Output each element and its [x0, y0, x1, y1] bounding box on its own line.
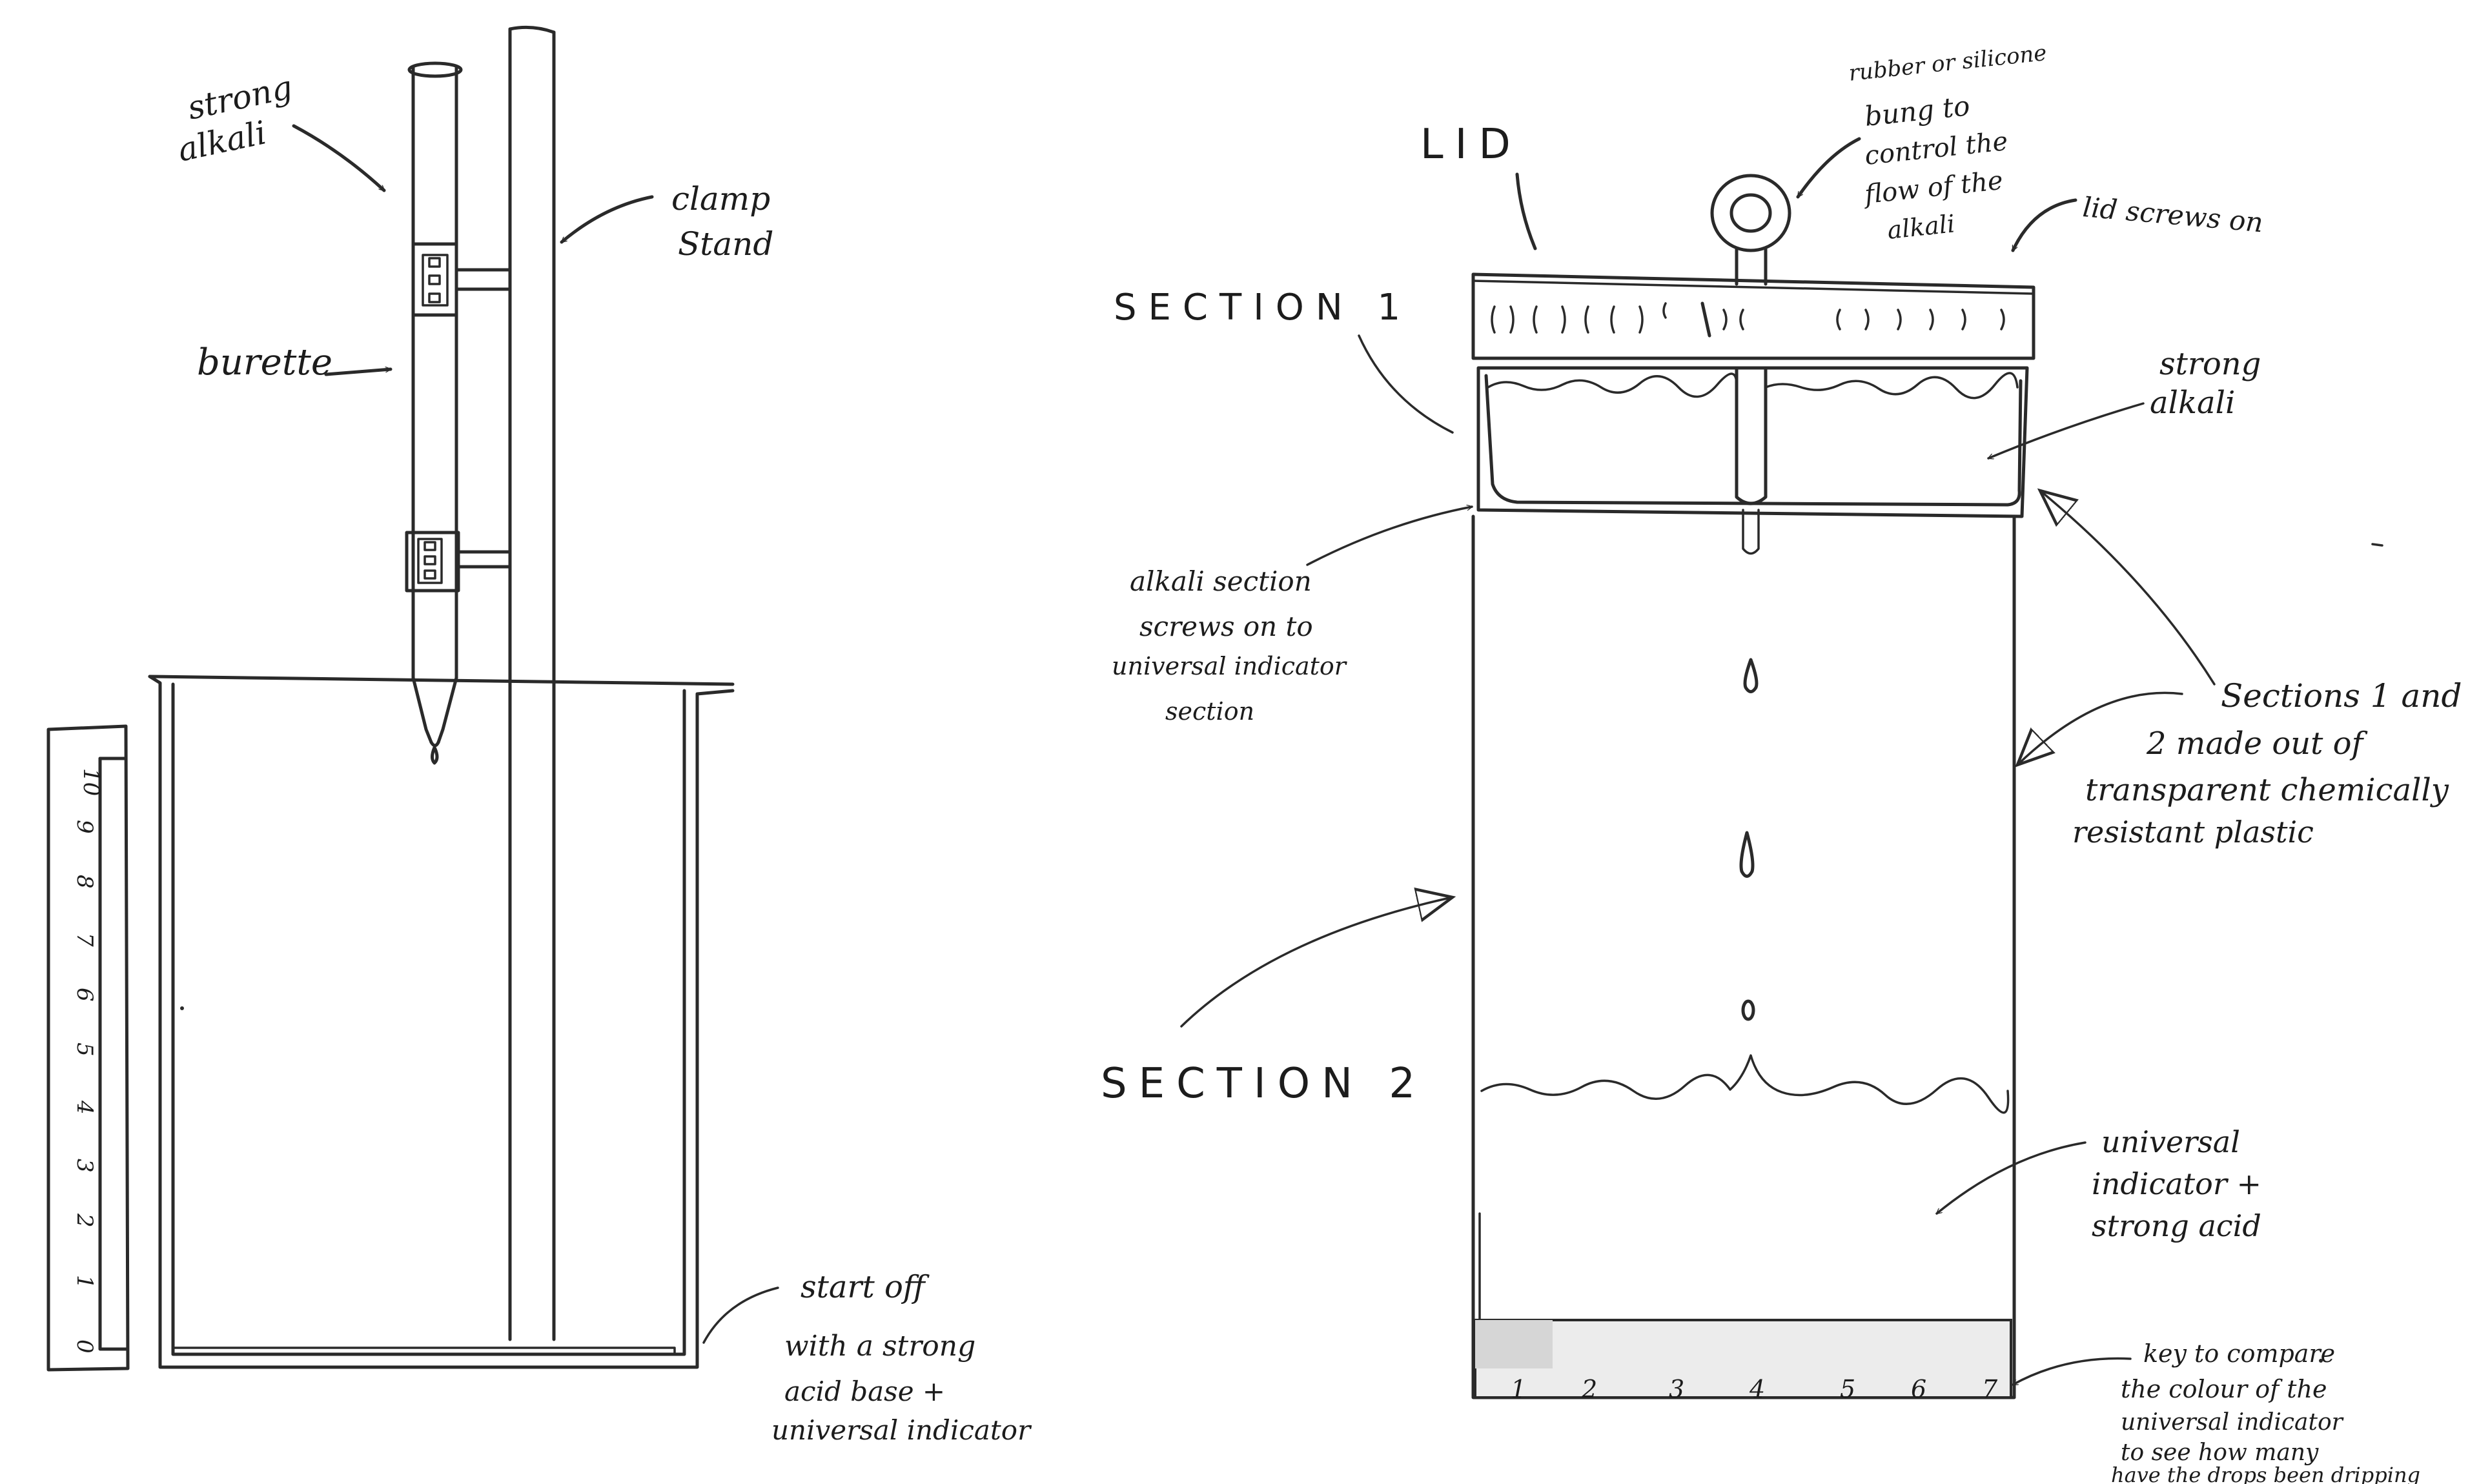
ruler-number: 1 [72, 1275, 97, 1289]
ruler-number: 7 [72, 933, 97, 947]
svg-text:Stand: Stand [678, 225, 773, 263]
svg-text:with a strong: with a strong [784, 1330, 975, 1363]
svg-text:rubber or silicone: rubber or silicone [1848, 40, 2048, 86]
label-lid-screws: lid screws on [2011, 191, 2265, 252]
svg-text:burette: burette [197, 341, 332, 383]
colour-key-strip [1474, 1319, 2012, 1399]
ruler-number: 0 [72, 1339, 97, 1354]
ruler-number: 2 [72, 1213, 97, 1228]
svg-text:universal indicator: universal indicator [771, 1414, 1032, 1446]
ruler-number: 6 [72, 988, 97, 1002]
svg-text:alkali: alkali [2150, 385, 2235, 421]
svg-text:key to compare: key to compare [2143, 1339, 2335, 1368]
ruler-number: 5 [72, 1042, 97, 1057]
ruler-number: 10 [78, 768, 104, 796]
svg-text:Sections 1 and: Sections 1 and [2221, 677, 2462, 715]
lower-clamp [405, 531, 512, 593]
section-2-container [1471, 514, 2016, 1399]
svg-text:alkali section: alkali section [1130, 565, 1312, 597]
svg-text:clamp: clamp [671, 180, 770, 218]
ruler-number: 8 [72, 875, 97, 889]
ruler [46, 724, 130, 1372]
svg-text:universal: universal [2101, 1124, 2240, 1159]
label-sections-material-note: Sections 1 and 2 made out of transparent… [2017, 491, 2462, 849]
svg-text:start off: start off [801, 1269, 930, 1305]
svg-text:control the: control the [1863, 127, 2009, 171]
svg-text:lid screws on: lid screws on [2081, 191, 2265, 238]
ruler-number: 4 [72, 1100, 97, 1115]
key-number: 7 [1982, 1375, 1998, 1403]
svg-text:transparent chemically: transparent chemically [2085, 772, 2449, 808]
falling-drops [1739, 658, 1759, 1021]
ruler-numbers: 10 9 8 7 6 5 4 3 2 1 0 [72, 768, 104, 1354]
beaker [148, 675, 735, 1369]
key-number: 5 [1840, 1375, 1855, 1403]
svg-text:screws on to: screws on to [1139, 611, 1313, 642]
label-alkali-section-note: alkali section screws on to universal in… [1112, 507, 1473, 726]
svg-text:2 made out of: 2 made out of [2146, 726, 2368, 762]
svg-text:universal indicator: universal indicator [1112, 652, 1348, 680]
label-strong-alkali-left: strong alkali [174, 68, 386, 192]
lid [1471, 272, 2035, 360]
upper-clamp [411, 242, 512, 317]
ruler-number: 9 [72, 820, 97, 834]
key-number: 2 [1581, 1375, 1597, 1403]
clamp-stand-rod [508, 25, 556, 1341]
left-diagram: 10 9 8 7 6 5 4 3 2 1 0 strong alkali cla… [46, 25, 1032, 1446]
svg-text:strong acid: strong acid [2092, 1208, 2261, 1243]
label-section-2: SECTION 2 [1101, 897, 1453, 1108]
svg-text:alkali: alkali [174, 114, 269, 168]
section-1-container [1476, 366, 2029, 518]
label-strong-alkali-right: strong alkali [1988, 346, 2261, 460]
svg-text:have the drops been dripping: have the drops been dripping [2111, 1463, 2420, 1484]
key-number: 1 [1511, 1375, 1526, 1403]
label-start-note: start off with a strong acid base + univ… [702, 1269, 1032, 1446]
svg-text:strong: strong [2159, 346, 2261, 382]
label-bung-note: rubber or silicone bung to control the f… [1796, 40, 2048, 245]
bung [1710, 174, 1791, 555]
svg-text:resistant plastic: resistant plastic [2072, 815, 2314, 849]
svg-text:universal indicator: universal indicator [2121, 1409, 2344, 1436]
key-numbers: 1 2 3 4 5 6 7 [1511, 1375, 1998, 1403]
label-burette: burette [197, 341, 393, 383]
label-indicator-acid: universal indicator + strong acid [1937, 1124, 2261, 1243]
key-number: 3 [1669, 1375, 1684, 1403]
right-diagram: 1 2 3 4 5 6 7 LID rubber or silicone bun… [180, 40, 2462, 1484]
label-key-note: key to compare the colour of the univers… [2013, 1339, 2420, 1484]
svg-text:flow of the: flow of the [1861, 166, 2004, 210]
label-lid: LID [1420, 121, 1537, 250]
svg-text:indicator +: indicator + [2092, 1166, 2261, 1201]
key-number: 4 [1749, 1375, 1765, 1403]
key-number: 6 [1911, 1375, 1926, 1403]
stray-marks [180, 543, 2383, 1363]
svg-text:bung to: bung to [1863, 90, 1972, 132]
svg-text:SECTION 2: SECTION 2 [1101, 1060, 1427, 1108]
burette-tube [407, 61, 463, 747]
svg-text:to see how many: to see how many [2121, 1439, 2319, 1466]
burette-drop [431, 746, 439, 765]
svg-text:the colour of the: the colour of the [2121, 1375, 2327, 1403]
svg-text:LID: LID [1420, 121, 1522, 168]
svg-text:acid base +: acid base + [784, 1376, 945, 1407]
label-section-1: SECTION 1 [1114, 287, 1454, 434]
svg-text:alkali: alkali [1886, 209, 1956, 245]
label-clamp-stand: clamp Stand [560, 180, 773, 263]
svg-text:section: section [1165, 697, 1254, 726]
svg-text:SECTION 1: SECTION 1 [1114, 287, 1412, 329]
ruler-number: 3 [72, 1159, 97, 1173]
